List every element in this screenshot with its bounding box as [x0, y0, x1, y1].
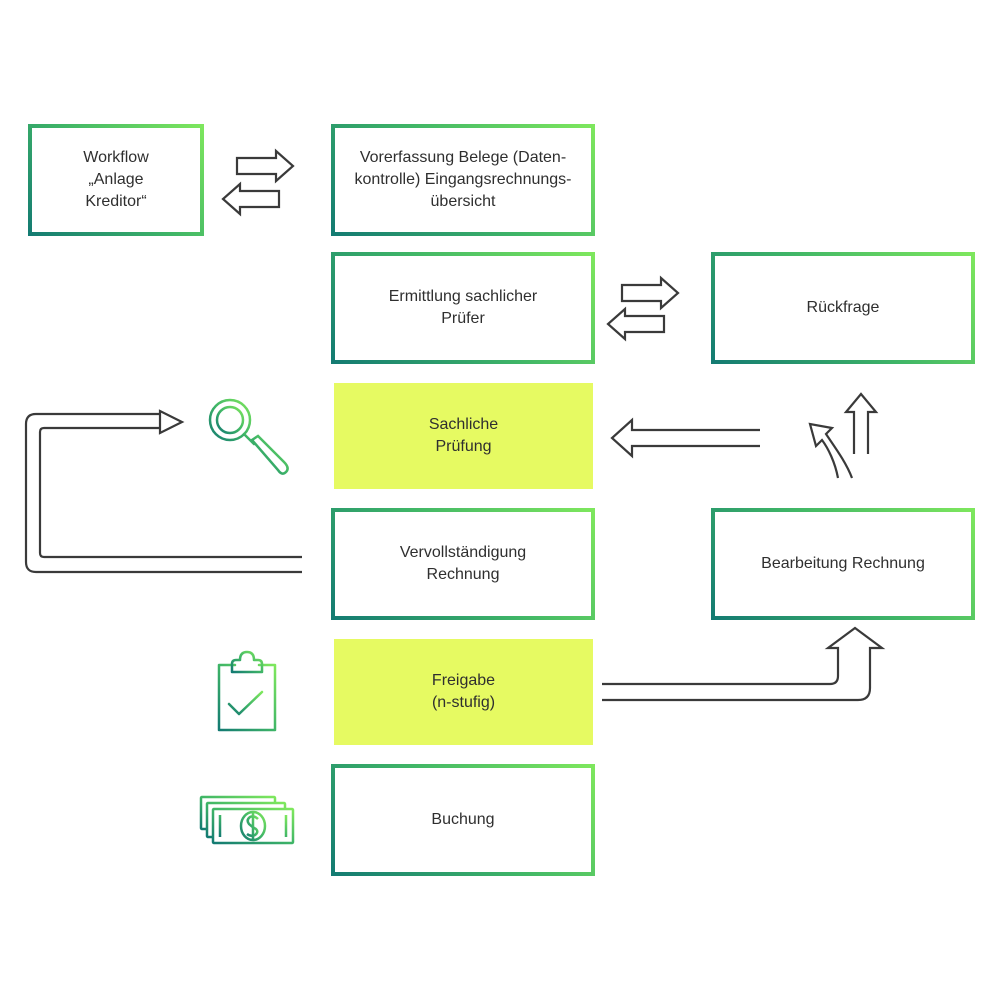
money-stack-icon [199, 795, 295, 845]
magnifier-icon [208, 398, 289, 475]
box-vorerfassung-belege: Vorerfassung Belege (Daten- kontrolle) E… [331, 124, 595, 236]
arrow-left-icon [606, 306, 666, 342]
box-freigabe: Freigabe (n-stufig) [334, 639, 593, 745]
box-buchung: Buchung [331, 764, 595, 876]
arrow-right-icon [235, 148, 295, 184]
split-arrow-up-icon [843, 392, 879, 454]
box-ermittlung-label: Ermittlung sachlicher Prüfer [388, 288, 538, 327]
box-bearbeitung-label: Bearbeitung Rechnung [761, 555, 925, 572]
box-buchung-label: Buchung [431, 811, 495, 828]
arrow-freigabe-to-bearbeitung [602, 626, 886, 702]
box-workflow-label: Workflow „Anlage Kreditor“ [83, 149, 149, 210]
arrow-left-icon [221, 181, 281, 217]
box-sachliche-pruefung: Sachliche Prüfung [334, 383, 593, 489]
clipboard-check-icon [217, 650, 277, 732]
split-arrow-curve-icon [808, 422, 854, 479]
box-rueckfrage-label: Rückfrage [806, 299, 880, 316]
box-vervollstaendigung: Vervollständigung Rechnung [331, 508, 595, 620]
box-vervollstaendigung-label: Vervollständigung Rechnung [399, 544, 527, 583]
exchange-arrows-rueckfrage [606, 275, 680, 342]
box-freigabe-label: Freigabe (n-stufig) [431, 672, 496, 711]
box-bearbeitung-rechnung: Bearbeitung Rechnung [711, 508, 975, 620]
box-sachliche-pruefung-label: Sachliche Prüfung [428, 416, 499, 455]
loop-arrow-back-outer [24, 412, 302, 574]
exchange-arrows-workflow [221, 148, 295, 217]
box-vorerfassung-label: Vorerfassung Belege (Daten- kontrolle) E… [354, 149, 572, 210]
arrow-right-icon [620, 275, 680, 311]
arrow-left-to-pruefung [610, 417, 760, 459]
box-workflow-anlage-kreditor: Workflow „Anlage Kreditor“ [28, 124, 204, 236]
box-ermittlung-pruefer: Ermittlung sachlicher Prüfer [331, 252, 595, 364]
loop-arrow-back [38, 409, 302, 559]
box-rueckfrage: Rückfrage [711, 252, 975, 364]
